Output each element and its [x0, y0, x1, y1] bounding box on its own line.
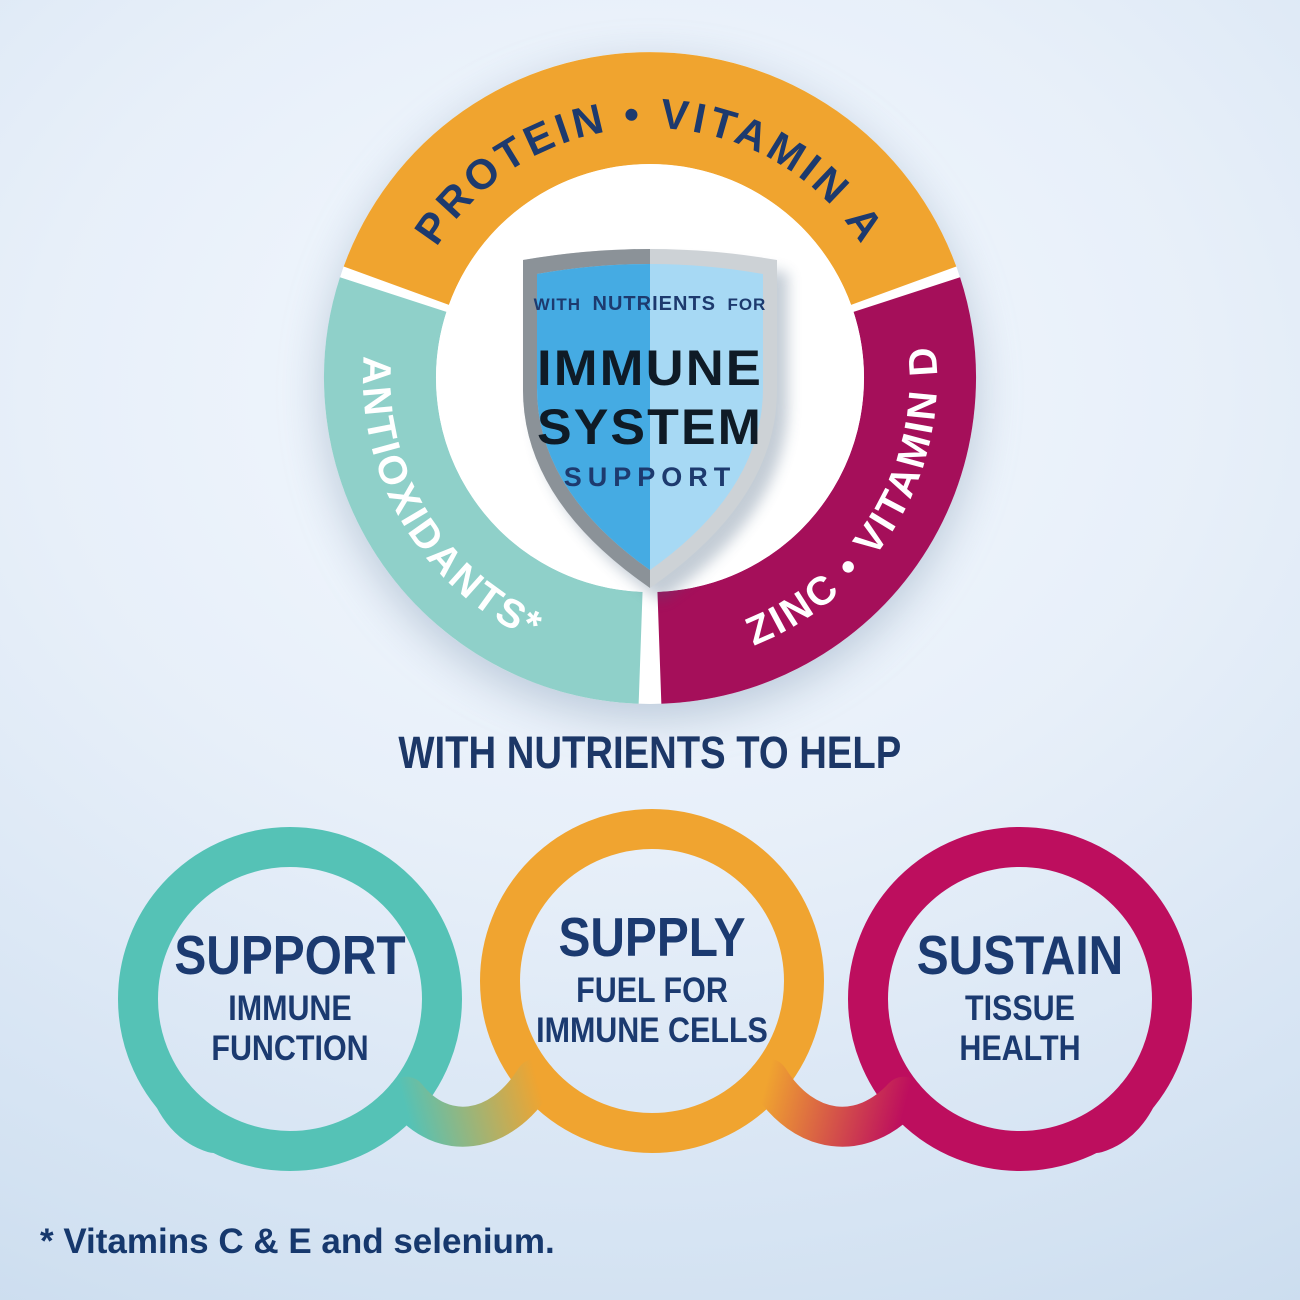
loop-ring-sustain	[848, 827, 1192, 1171]
loop-ring-support	[118, 827, 462, 1171]
loop-text-sustain: SUSTAIN TISSUE HEALTH	[830, 926, 1210, 1069]
loop-text-support: SUPPORT IMMUNE FUNCTION	[100, 926, 480, 1069]
loop-line2-sustain: HEALTH	[959, 1029, 1081, 1068]
shield-subtitle-support: SUPPORT	[564, 462, 737, 492]
shield-icon	[523, 249, 788, 601]
loop-text-supply: SUPPLY FUEL FOR IMMUNE CELLS	[462, 908, 842, 1051]
shield-intro-with: WITH	[534, 295, 581, 314]
ribbon-connector-gold-magenta	[748, 1058, 924, 1147]
shield-face-left	[537, 264, 650, 570]
section-heading-text: WITH NUTRIENTS TO HELP	[398, 727, 902, 778]
shield-intro-line: WITH NUTRIENTS FOR	[534, 293, 767, 315]
footnote-text: * Vitamins C & E and selenium.	[40, 1222, 555, 1261]
shield-intro-nutrients: NUTRIENTS	[593, 293, 716, 315]
loop-title-sustain: SUSTAIN	[916, 924, 1124, 986]
arc-zinc-vitamin-d	[656, 277, 976, 704]
loop-ring-supply	[480, 809, 824, 1153]
arc-protein-vitamin-a	[343, 52, 957, 306]
immune-support-badge: WITH NUTRIENTS FOR IMMUNE SYSTEM SUPPORT…	[324, 52, 976, 704]
shield-intro-for: FOR	[727, 295, 766, 314]
loop-title-support: SUPPORT	[174, 924, 406, 986]
loop-title-supply: SUPPLY	[558, 906, 746, 968]
nutrient-loops-ribbon	[118, 809, 1192, 1171]
shield-title-system: SYSTEM	[537, 399, 763, 455]
ribbon-connector-teal-gold	[386, 1058, 556, 1147]
loop-line2-supply: IMMUNE CELLS	[536, 1011, 768, 1050]
section-heading: WITH NUTRIENTS TO HELP	[0, 727, 1300, 779]
loop-line1-sustain: TISSUE	[964, 989, 1075, 1028]
shield-title-immune: IMMUNE	[537, 340, 763, 396]
loop-line2-support: FUNCTION	[211, 1029, 369, 1068]
loop-line1-support: IMMUNE	[228, 989, 352, 1028]
arc-antioxidants	[324, 277, 644, 704]
loop-line1-supply: FUEL FOR	[576, 971, 728, 1010]
